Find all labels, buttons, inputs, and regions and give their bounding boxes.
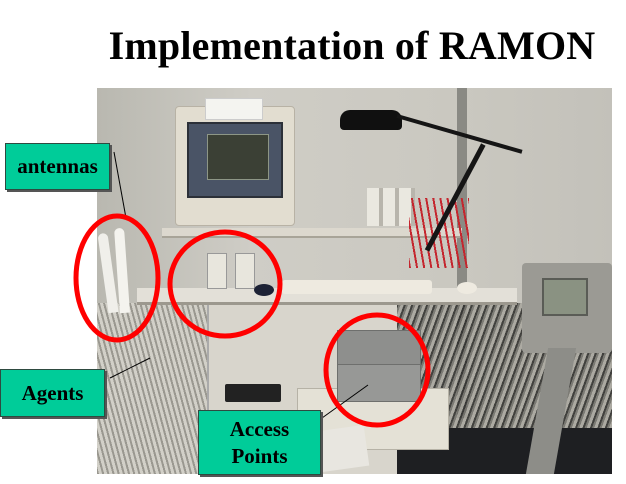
photo-top-modules [367, 188, 415, 226]
photo-lamp-head [340, 110, 402, 130]
photo-shelf [162, 228, 462, 238]
access-point-box [337, 364, 421, 402]
agent-module [235, 253, 255, 289]
access-points-label-line1: Access [229, 416, 290, 441]
access-point-box [337, 330, 421, 366]
photo-router [225, 384, 281, 402]
agent-module [207, 253, 227, 289]
agents-label: Agents [0, 369, 105, 417]
agents-label-text: Agents [21, 380, 84, 405]
access-points-label-line2: Points [231, 443, 288, 468]
slide-title: Implementation of RAMON [108, 23, 596, 68]
antennas-label: antennas [5, 143, 110, 190]
photo-monitor-note [205, 98, 263, 120]
access-points-label: Access Points [198, 410, 321, 475]
photo-mouse [457, 282, 477, 294]
antennas-label-text: antennas [17, 154, 98, 178]
photo-cables-left [97, 303, 207, 474]
lab-photo [97, 88, 612, 474]
photo-oscilloscope-screen [542, 278, 588, 316]
photo-terminal-window [207, 134, 269, 180]
photo-keyboard [282, 280, 432, 294]
photo-mouse [254, 284, 274, 296]
